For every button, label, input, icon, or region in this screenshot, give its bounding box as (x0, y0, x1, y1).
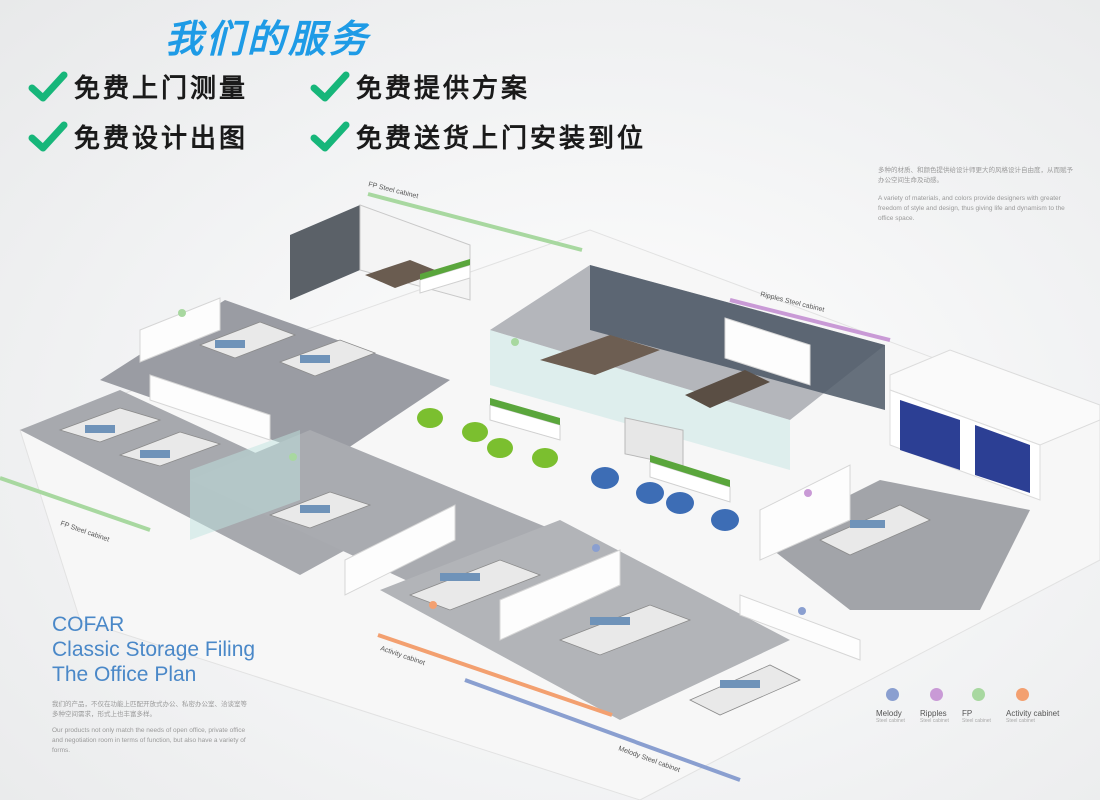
check-icon (28, 121, 68, 151)
planter-1 (489, 404, 561, 441)
line-activity (377, 633, 613, 717)
check-icon (310, 121, 350, 151)
marker-dot-fp (178, 309, 186, 317)
cabinet-meeting (724, 317, 811, 386)
service-label: 免费送货上门安装到位 (356, 124, 647, 154)
service-label: 免费设计出图 (74, 124, 249, 154)
private-office-desk (365, 260, 440, 288)
legend-sub: Steel cabinet (962, 718, 991, 724)
marker-dot-melody (592, 544, 600, 552)
check-icon (28, 71, 68, 101)
service-item-plan: 免费提供方案 (310, 68, 530, 105)
service-label: 免费提供方案 (356, 74, 531, 104)
legend-item-activity: Activity cabinet Steel cabinet (1006, 688, 1059, 724)
privacy-panels (85, 340, 885, 688)
service-item-design: 免费设计出图 (28, 118, 248, 155)
legend-item-ripples: Ripples Steel cabinet (920, 688, 949, 724)
legend-dot (972, 688, 985, 701)
marker-dot-fp-2 (289, 453, 297, 461)
planter-3 (419, 264, 471, 294)
line-fp-left (0, 476, 151, 532)
marker-dot-melody-2 (798, 607, 806, 615)
description-cn-left: 我们的产品，不仅在功能上匹配开放式办公、私密办公室、洽谈室等多种空间需求，形式上… (52, 701, 247, 718)
line-melody (464, 678, 741, 782)
legend-dot (1016, 688, 1029, 701)
marker-dot-fp-3 (511, 338, 519, 346)
description-en-right: A variety of materials, and colors provi… (878, 195, 1065, 222)
page-title: 我们的服务 (165, 17, 371, 61)
legend-name: Activity cabinet (1006, 709, 1060, 718)
description-en-left: Our products not only match the needs of… (52, 727, 246, 754)
planter-1-grass (490, 398, 560, 425)
lounge-chairs-green (417, 408, 558, 468)
brand-name: COFAR (52, 613, 125, 636)
legend-name: Melody (876, 709, 902, 718)
marker-dot-activity (429, 601, 437, 609)
brand-subtitle-1: Classic Storage Filing (52, 638, 256, 661)
conference-table (540, 335, 660, 375)
brand-block: COFAR Classic Storage Filing The Office … (52, 612, 255, 687)
legend-sub: Steel cabinet (1006, 718, 1035, 724)
brand-subtitle-2: The Office Plan (52, 663, 197, 686)
legend-dot (930, 688, 943, 701)
cabinet-bottomright (739, 594, 861, 661)
workstations (58, 321, 931, 716)
check-icon (310, 71, 350, 101)
booth-1-interior (900, 400, 960, 470)
cabinet-center (344, 504, 456, 596)
description-cn-right: 多种的材质、和颜色提供给设计师更大的风格设计自由度，从而赋予办公空间生命及动感。 (878, 167, 1073, 184)
line-fp-top (367, 192, 583, 252)
legend-item-fp: FP Steel cabinet (962, 688, 991, 724)
service-item-delivery: 免费送货上门安装到位 (310, 118, 646, 155)
service-label: 免费上门测量 (74, 74, 249, 104)
planter-2-grass (650, 455, 730, 487)
lounge-chairs-blue (591, 467, 739, 531)
legend-dot (886, 688, 899, 701)
legend-name: FP (962, 709, 973, 718)
planter-3-grass (420, 259, 470, 280)
marker-dot-ripples (804, 489, 812, 497)
private-office-glass (359, 204, 471, 301)
booth-2-interior (975, 425, 1030, 493)
private-office-wall (290, 205, 360, 300)
legend-name: Ripples (920, 709, 947, 718)
service-item-measure: 免费上门测量 (28, 68, 248, 105)
cabinet-topleft (139, 297, 221, 363)
legend-sub: Steel cabinet (920, 718, 949, 724)
cabinet-bottom (499, 549, 621, 641)
line-ripples (729, 298, 891, 342)
executive-desk (685, 370, 770, 408)
glass-partition-left (190, 430, 300, 540)
legend-sub: Steel cabinet (876, 718, 905, 724)
legend-item-melody: Melody Steel cabinet (876, 688, 905, 724)
cabinet-center-left (149, 374, 271, 441)
